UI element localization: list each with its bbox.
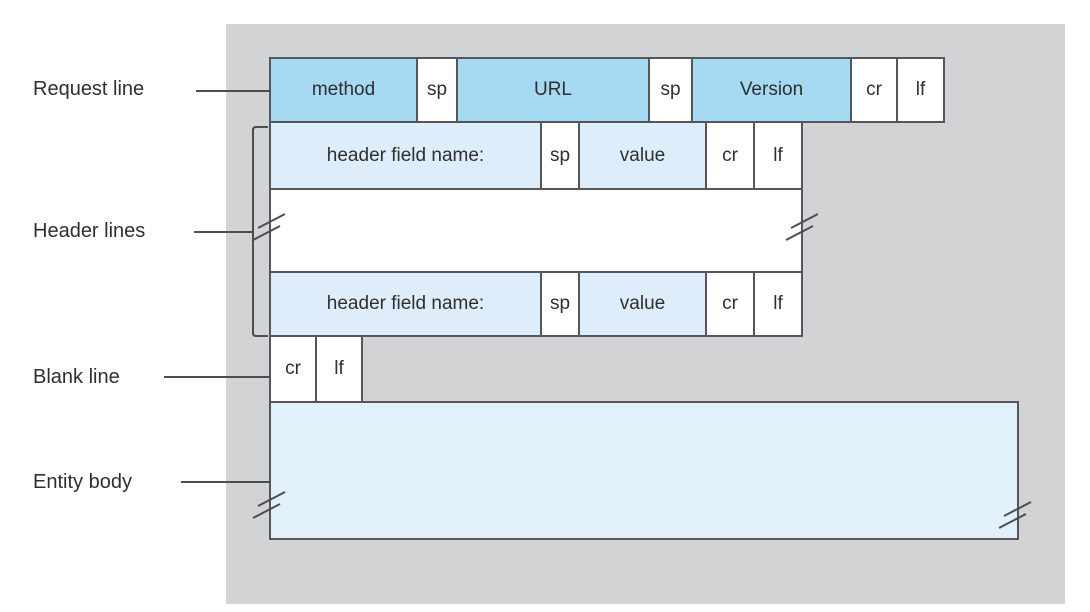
label-request-line: Request line [33, 78, 145, 100]
cell-cr: cr [852, 57, 898, 123]
cell-cr: cr [269, 335, 317, 403]
cell-header-field-name: header field name: [269, 121, 542, 190]
cell-method: method [269, 57, 418, 123]
cell-lf: lf [898, 57, 945, 123]
cell-lf: lf [755, 271, 803, 337]
cell-cr: cr [707, 121, 755, 190]
cell-value: value [580, 271, 707, 337]
label-header-lines: Header lines [33, 220, 146, 242]
cell-value: value [580, 121, 707, 190]
cell-sp: sp [650, 57, 693, 123]
cell-sp: sp [542, 271, 580, 337]
label-blank-line: Blank line [33, 366, 120, 388]
cell-url: URL [458, 57, 650, 123]
cell-sp: sp [542, 121, 580, 190]
cell-sp: sp [418, 57, 458, 123]
entity-body-box [269, 401, 1019, 540]
label-entity-body: Entity body [33, 471, 132, 493]
cell-cr: cr [707, 271, 755, 337]
header-lines-gap-box [269, 188, 803, 273]
cell-version: Version [693, 57, 852, 123]
cell-header-field-name: header field name: [269, 271, 542, 337]
cell-lf: lf [755, 121, 803, 190]
cell-lf: lf [317, 335, 363, 403]
